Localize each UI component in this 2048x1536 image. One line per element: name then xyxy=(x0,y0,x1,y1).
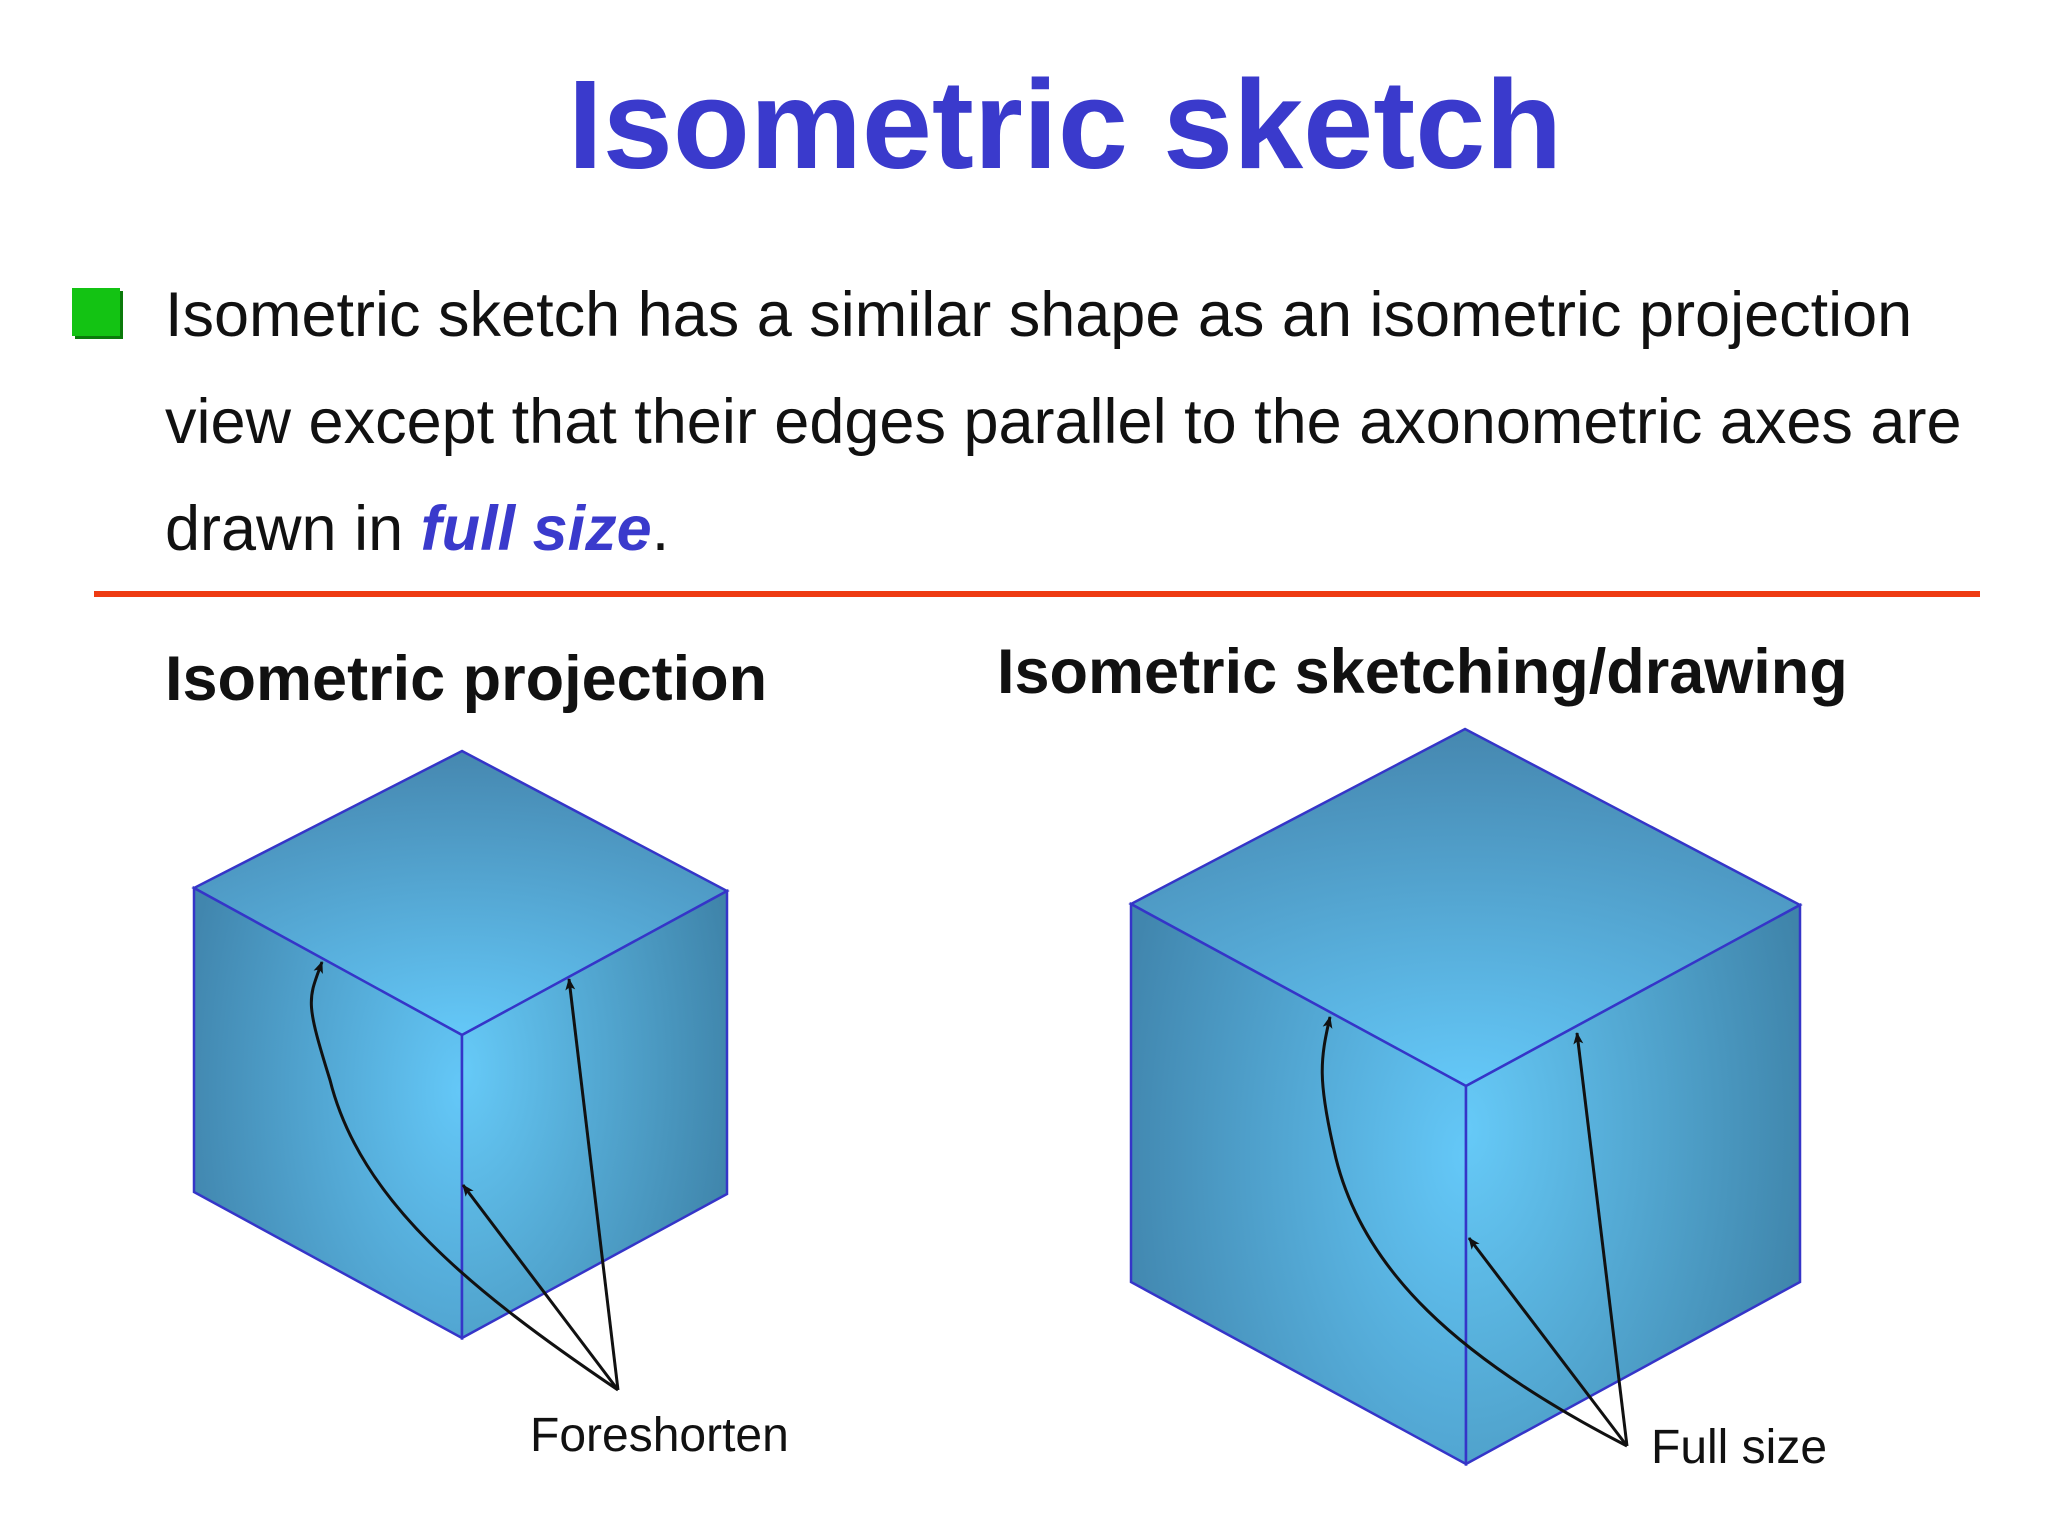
right-cube-right-face xyxy=(1464,902,1802,1467)
full-size-arrow-right-edge xyxy=(1573,1032,1629,1447)
foreshorten-arrow-left-edge xyxy=(309,961,619,1392)
foreshorten-arrow-right-edge xyxy=(565,978,620,1391)
full-size-emphasis: full size xyxy=(420,494,652,564)
foreshorten-label: Foreshorten xyxy=(530,1409,789,1462)
isometric-projection-heading: Isometric projection xyxy=(165,644,768,714)
full-size-arrow-left-edge xyxy=(1320,1016,1628,1448)
full-size-arrow-vertical-edge xyxy=(1467,1237,1629,1447)
foreshorten-leader-arrows xyxy=(309,961,620,1392)
bullet-text-end: . xyxy=(651,494,670,564)
left-cube-right-face xyxy=(460,888,729,1341)
bullet-text-main: Isometric sketch has a similar shape as … xyxy=(165,280,1962,564)
foreshorten-arrow-vertical-edge xyxy=(461,1184,620,1391)
isometric-projection-cube xyxy=(191,749,730,1341)
full-size-leader-arrows xyxy=(1320,1016,1629,1448)
full-size-label: Full size xyxy=(1651,1421,1827,1474)
slide-title: Isometric sketch xyxy=(567,54,1563,195)
isometric-sketching-heading: Isometric sketching/drawing xyxy=(997,637,1848,707)
bullet-text: Isometric sketch has a similar shape as … xyxy=(165,262,2005,583)
divider-line xyxy=(94,591,1980,597)
isometric-sketch-cube xyxy=(1128,727,1803,1467)
green-square-bullet-icon xyxy=(72,288,120,336)
